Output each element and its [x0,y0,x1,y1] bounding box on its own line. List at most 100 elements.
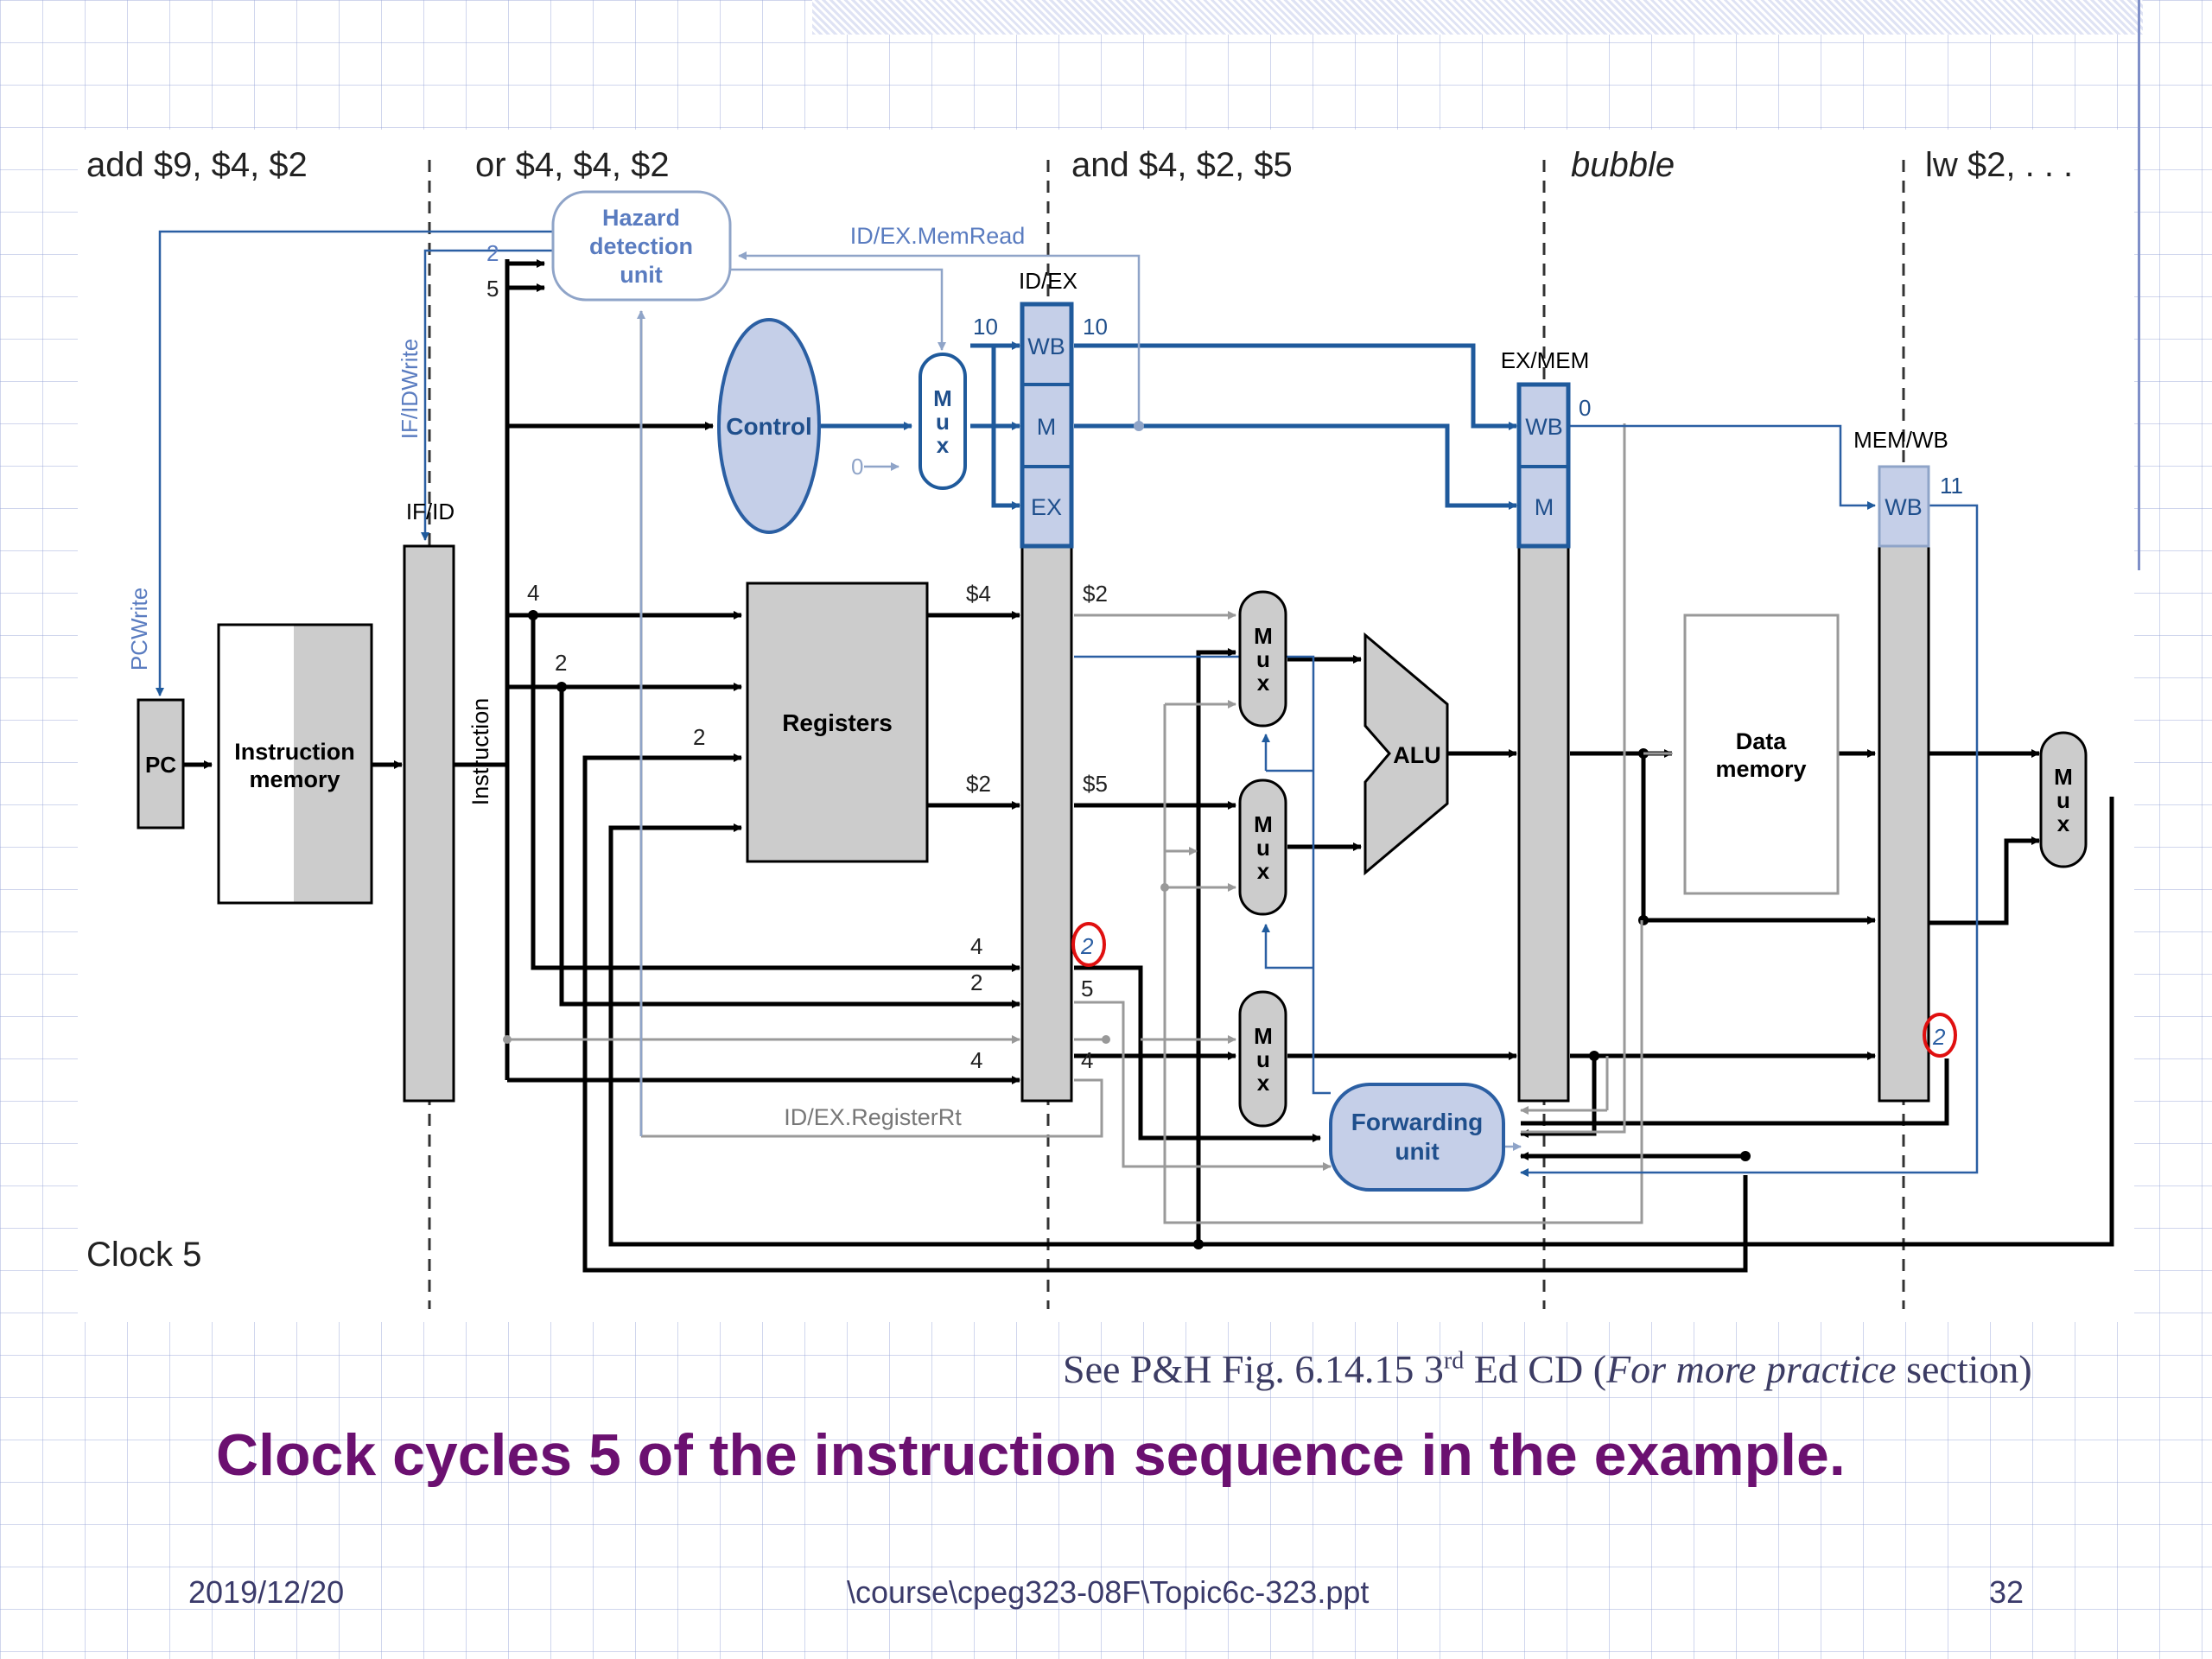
alu-label: ALU [1393,742,1441,768]
rs-field-value: 4 [527,580,539,606]
control-wires-thin [156,230,1979,1177]
mux-letter: M [933,385,952,411]
hazard-label-2: detection [589,233,693,259]
top-pattern-band [812,0,2143,35]
alu: ALU [1363,632,1449,876]
mux-letter: u [1256,1046,1270,1072]
clock-label: Clock 5 [86,1236,201,1274]
memwb-register: WB MEM/WB [1853,427,1948,1103]
imem-label-1: Instruction [234,739,355,765]
pc-label: PC [145,752,176,778]
gray-junction-2 [1160,883,1169,892]
instruction-label-if: lw $2, . . . [1925,146,2073,184]
footer-page-number: 32 [1989,1574,2024,1610]
rt-field-value: 2 [555,650,567,676]
caption-superscript: rd [1443,1347,1465,1375]
rd-field-value: 2 [693,724,705,750]
mux-letter: x [1257,858,1270,884]
hazard-rs-value: 2 [486,240,499,266]
mux-letter: u [1256,646,1270,672]
datapath-wires [183,259,2114,1273]
ctrl-in-value: 10 [973,314,998,340]
mux-letter: M [1254,623,1273,649]
exmem-register: WB M EX/MEM [1501,347,1590,1103]
exmem-m-value: 0 [1579,395,1591,421]
mux-letter: x [1257,1070,1270,1096]
memwb-wb-field: WB [1885,494,1923,520]
idex-wb-field: WB [1027,334,1065,359]
idex-rd-value: 2 [1080,933,1094,959]
ctrl-out-value: 10 [1083,314,1108,340]
register-out2-value: $2 [966,771,991,797]
register-out1-value: $4 [966,581,991,607]
mux-letter: u [2056,787,2070,813]
alu-mux-a: M u x [1238,590,1287,728]
mux-letter: x [1257,670,1270,696]
memwb-wb-value: 11 [1940,473,1963,499]
forward-rs-value: 4 [970,933,982,959]
control-label: Control [726,413,812,440]
hazard-rt-value: 5 [486,276,499,302]
gray-junction [503,1035,512,1044]
memwb-rd-value: 2 [1932,1024,1946,1050]
instruction-label-wb: add $9, $4, $2 [86,146,308,184]
idex-register: WB M EX ID/EX [1019,268,1077,1103]
footer-date: 2019/12/20 [188,1574,345,1610]
mux-zero-input: 0 [851,454,863,480]
hazard-label-3: unit [620,262,662,288]
idex-b-value: $5 [1083,771,1108,797]
idex-a-value: $2 [1083,581,1108,607]
regdst-mux: M u x [1238,990,1287,1128]
registerrt-label: ID/EX.RegisterRt [784,1104,962,1130]
alu-mux-b: M u x [1238,779,1287,916]
mux-letter: M [1254,811,1273,837]
slide-title: Clock cycles 5 of the instruction sequen… [216,1422,1846,1488]
mux-letter: M [2054,764,2073,790]
registers-label: Registers [782,709,893,736]
ifidwrite-label: IF/IDWrite [397,339,423,440]
forwarding-unit: Forwarding unit [1329,1083,1505,1192]
dmem-label-1: Data [1736,728,1788,754]
caption-text-2: Ed CD ( [1464,1347,1607,1391]
idex-rt-value: 5 [1081,976,1093,1001]
right-border-rule [2138,0,2140,570]
instruction-label-ex: and $4, $2, $5 [1071,146,1293,184]
caption-text-1: See P&H Fig. 6.14.15 3 [1063,1347,1444,1391]
mux-letter: M [1254,1023,1273,1049]
mux-letter: u [936,409,950,435]
gray-junction-3 [1102,1035,1110,1044]
exmem-wb-field: WB [1525,414,1563,440]
exmem-m-field: M [1535,494,1554,520]
forward-rt-value: 2 [970,969,982,995]
control-mux: M u x [918,353,967,490]
mux-letter: u [1256,835,1270,861]
wire-value-labels: 2 5 10 10 0 11 4 2 2 $4 $2 $2 $5 4 2 4 2… [486,240,1963,1073]
imem-label-2: memory [249,766,340,792]
idex-rd2-value: 4 [1081,1047,1093,1073]
caption-italic: For more practice [1606,1347,1897,1391]
register-file: Registers [746,582,929,863]
mux-letter: x [937,432,950,458]
pc-register: PC [137,698,185,830]
hazard-detection-unit: Hazard detection unit [551,190,732,302]
instruction-label-id: bubble [1571,146,1675,184]
idex-m-field: M [1037,414,1057,440]
memread-wire [637,251,1522,1151]
figure-caption: See P&H Fig. 6.14.15 3rd Ed CD (For more… [1063,1346,2032,1392]
instruction-bus-label: Instruction [467,698,493,806]
pcwrite-label: PCWrite [126,588,152,671]
data-memory: Data memory [1683,613,1840,895]
ifid-label: IF/ID [406,499,454,524]
memread-label: ID/EX.MemRead [850,223,1026,249]
memwb-label: MEM/WB [1853,427,1948,453]
caption-text-3: section) [1896,1347,2032,1391]
dmem-label-2: memory [1715,756,1806,782]
idex-ex-field: EX [1031,494,1062,520]
highlight-circle-idex [1071,922,1106,967]
exmem-label: EX/MEM [1501,347,1590,373]
footer-path: \course\cpeg323-08F\Topic6c-323.ppt [847,1574,1370,1610]
instruction-memory: Instruction memory [217,623,373,905]
idex-label: ID/EX [1019,268,1077,294]
control-wires [821,341,1517,510]
